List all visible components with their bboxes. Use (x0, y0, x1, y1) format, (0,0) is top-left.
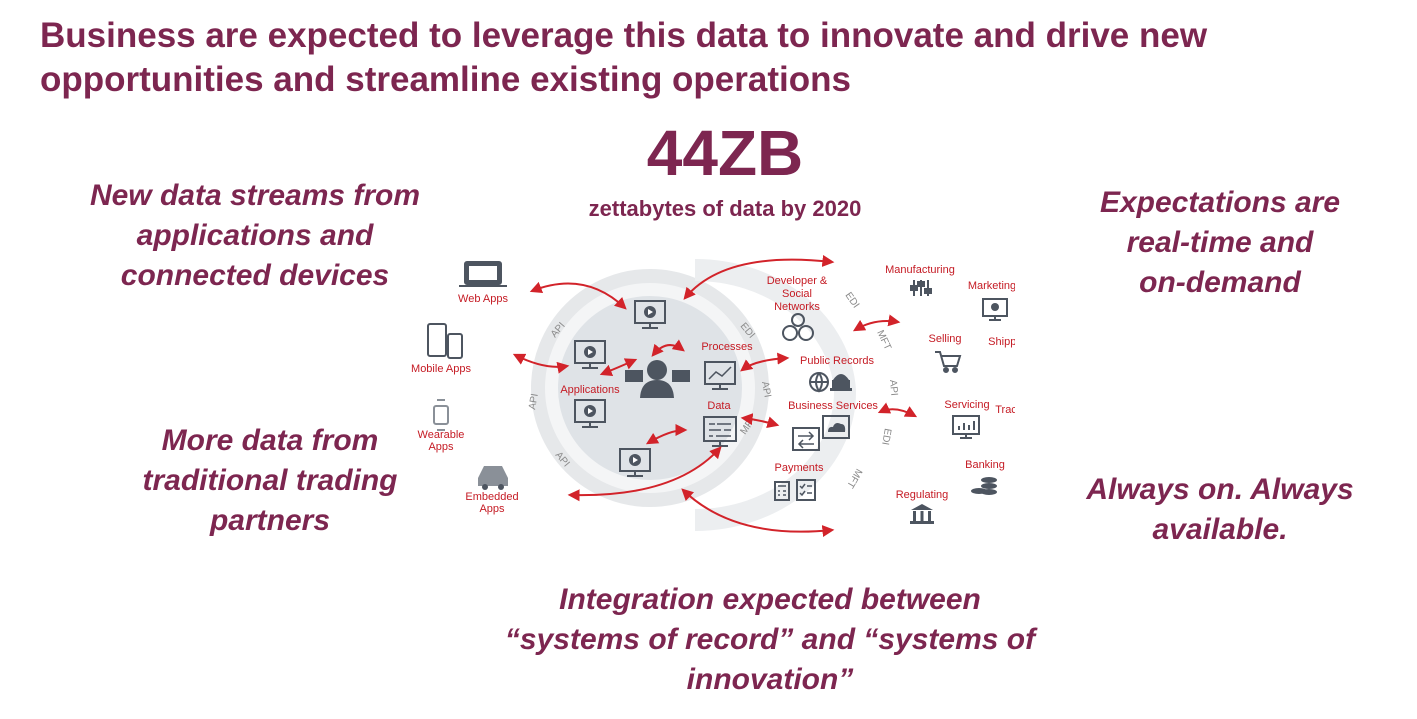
ring-label: API (887, 379, 899, 396)
arrow (512, 353, 570, 374)
arrow (877, 402, 918, 418)
cloud-icon (822, 415, 850, 439)
label-tracking: Tracking (995, 404, 1015, 416)
callout-expectations: Expectations are real-time and on-demand (1070, 183, 1370, 303)
people-icon (782, 313, 814, 341)
bar-chart-monitor-icon (952, 415, 980, 439)
callout-line: on-demand (1139, 266, 1301, 299)
chart-monitor-icon (704, 361, 736, 390)
ring-label: EDI (843, 290, 862, 310)
title-line-1: Business are expected to leverage this d… (40, 16, 1208, 55)
label-wearable: Wearable (418, 429, 465, 441)
ring-label: EDI (879, 427, 893, 445)
ring-label: MFT (844, 467, 864, 490)
callout-line: New data streams from (89, 179, 421, 212)
label-networks: Networks (774, 301, 820, 313)
label-payments: Payments (775, 462, 824, 474)
label-mobile-apps: Mobile Apps (411, 363, 471, 375)
callout-new-data: New data streams from applications and c… (70, 176, 440, 296)
label-embedded-apps: Apps (479, 503, 505, 515)
callout-line: “systems of record” and “systems of (504, 623, 1036, 656)
globe-icon (809, 372, 829, 393)
callout-integration: Integration expected between “systems of… (490, 580, 1050, 700)
bank-icon (910, 504, 934, 524)
controls-icon (910, 280, 932, 296)
label-shipping: Shipping (988, 336, 1015, 348)
label-manufacturing: Manufacturing (885, 264, 955, 276)
label-marketing: Marketing (968, 280, 1015, 292)
arrow (567, 446, 722, 502)
callout-line: partners (209, 504, 331, 537)
phone-tablet-icon (427, 323, 463, 359)
monitor-play-icon (574, 399, 606, 428)
page-title: Business are expected to leverage this d… (40, 14, 1400, 102)
coins-icon (971, 477, 997, 495)
stat-value: 44ZB (646, 117, 804, 189)
monitor-play-icon (634, 300, 666, 329)
chat-monitor-icon (982, 298, 1008, 321)
arrow (529, 281, 627, 310)
label-data: Data (707, 400, 731, 412)
callout-line: Always on. Always (1086, 473, 1354, 506)
label-servicing: Servicing (944, 399, 989, 411)
integration-diagram: API EDI API API API MFT EDI MFT API EDI … (411, 254, 1015, 537)
capitol-icon (830, 374, 852, 391)
smartwatch-icon (433, 399, 449, 431)
arrow (683, 254, 835, 300)
callout-line: traditional trading (142, 464, 398, 497)
callout-line: Expectations are (1099, 186, 1341, 219)
ring-label: MFT (874, 329, 893, 352)
label-processes: Processes (701, 341, 753, 353)
callout-line: More data from (161, 424, 379, 457)
label-public-records: Public Records (800, 355, 874, 367)
arrow (599, 358, 638, 377)
stat-caption: zettabytes of data by 2020 (588, 196, 862, 221)
callout-always-on: Always on. Always available. (1060, 470, 1380, 550)
callout-line: real-time and (1126, 226, 1314, 259)
label-social: Social (782, 288, 812, 300)
label-web-apps: Web Apps (458, 293, 508, 305)
label-selling: Selling (928, 333, 961, 345)
callout-line: innovation” (686, 663, 854, 696)
laptop-icon (459, 261, 507, 287)
flow-arrows (512, 254, 918, 537)
binary-data-monitor-icon (703, 416, 737, 447)
callout-line: available. (1152, 513, 1288, 546)
callout-line: Integration expected between (559, 583, 981, 616)
label-developer: Developer & (767, 275, 828, 287)
arrow (852, 314, 901, 332)
arrow (681, 488, 835, 537)
arrow (645, 424, 688, 445)
ring-label: API (759, 381, 773, 399)
label-applications: Applications (560, 384, 620, 396)
arrow (740, 413, 780, 429)
label-wearable-apps: Apps (428, 441, 454, 453)
callout-line: applications and (136, 219, 374, 252)
ring-label: API (527, 393, 541, 411)
label-business-services: Business Services (788, 400, 878, 412)
title-line-2: opportunities and streamline existing op… (40, 60, 851, 99)
cart-icon (935, 351, 962, 373)
label-embedded: Embedded (465, 491, 518, 503)
transfer-icon (792, 427, 820, 451)
arrow (651, 339, 685, 357)
arrow (740, 352, 790, 372)
monitor-play-icon (574, 340, 606, 369)
label-banking: Banking (965, 459, 1005, 471)
callout-more-data: More data from traditional trading partn… (120, 421, 420, 541)
label-regulating: Regulating (896, 489, 949, 501)
car-icon (478, 466, 508, 490)
callout-line: connected devices (120, 259, 390, 292)
user-workstation-icon (625, 360, 690, 398)
